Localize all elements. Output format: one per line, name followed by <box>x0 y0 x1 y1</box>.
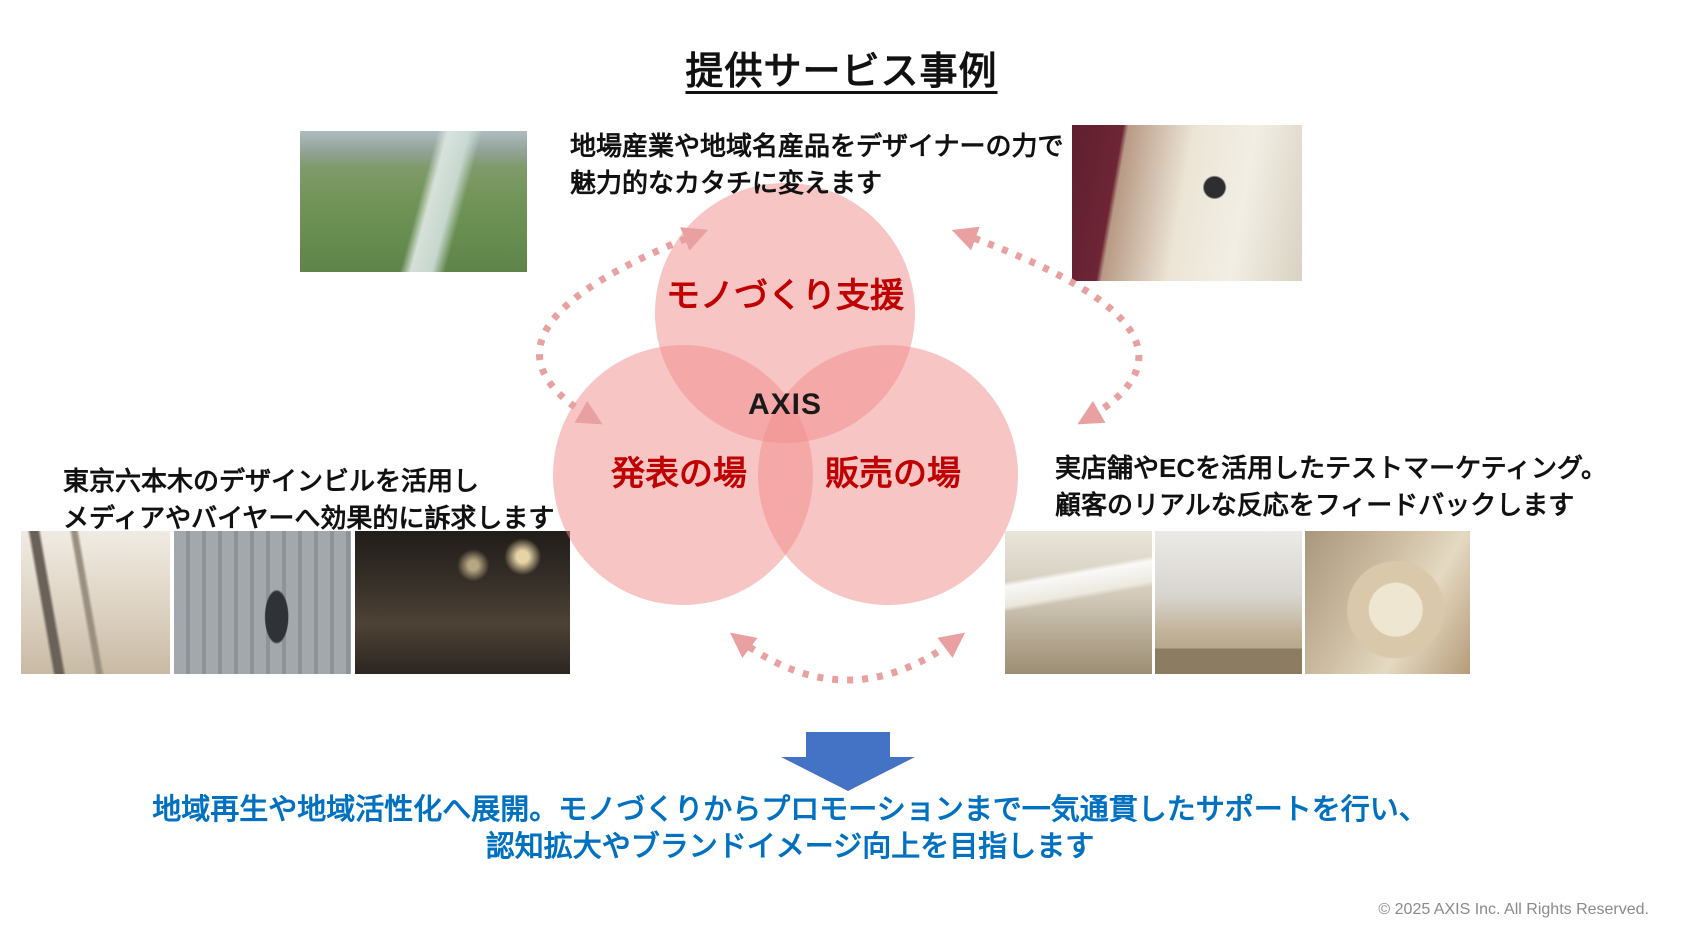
note-manufacturing: 地場産業や地域名産品をデザイナーの力で 魅力的なカタチに変えます <box>570 128 1063 202</box>
conclusion-line2: 認知拡大やブランドイメージ向上を目指します <box>485 831 1095 864</box>
page-title: 提供サービス事例 <box>685 51 998 93</box>
street-walk-photo <box>174 531 351 674</box>
note-sales: 実店舗やECを活用したテストマーケティング。 顧客のリアルな反応をフィードバック… <box>1055 450 1607 524</box>
venn-label-sales: 販売の場 <box>825 455 961 493</box>
conclusion-text: 地域再生や地域活性化へ展開。モノづくりからプロモーションまで一気通貫したサポート… <box>0 792 1580 866</box>
conclusion-line1: 地域再生や地域活性化へ展開。モノづくりからプロモーションまで一気通貫したサポート… <box>152 794 1428 826</box>
down-arrow-icon <box>781 732 915 791</box>
copyright-notice: © 2025 AXIS Inc. All Rights Reserved. <box>1378 901 1649 918</box>
venn-center-label: AXIS <box>747 388 823 421</box>
note-manufacturing-line1: 地場産業や地域名産品をデザイナーの力で <box>570 131 1064 161</box>
note-sales-line1: 実店舗やECを活用したテストマーケティング。 <box>1055 453 1607 483</box>
shop-display-photo <box>1155 531 1302 674</box>
cycle-arc-bottom-icon <box>729 632 966 684</box>
note-presentation: 東京六本木のデザインビルを活用し メディアやバイヤーへ効果的に訴求します <box>63 463 554 537</box>
cycle-arc-right-icon <box>951 226 1143 425</box>
sewing-machine-photo <box>1072 125 1302 281</box>
basket-craft-photo <box>1305 531 1470 674</box>
craft-products-photo <box>21 531 170 674</box>
venn-label-presentation: 発表の場 <box>611 455 747 493</box>
note-sales-line2: 顧客のリアルな反応をフィードバックします <box>1055 489 1575 520</box>
event-talk-photo <box>355 531 570 674</box>
note-manufacturing-line2: 魅力的なカタチに変えます <box>570 167 883 198</box>
river-landscape-photo <box>300 131 527 272</box>
cycle-arc-left-icon <box>536 227 709 425</box>
venn-label-manufacturing: モノづくり支援 <box>666 277 904 315</box>
paper-packages-photo <box>1005 531 1152 674</box>
note-presentation-line2: メディアやバイヤーへ効果的に訴求します <box>63 502 555 533</box>
note-presentation-line1: 東京六本木のデザインビルを活用し <box>63 466 480 496</box>
